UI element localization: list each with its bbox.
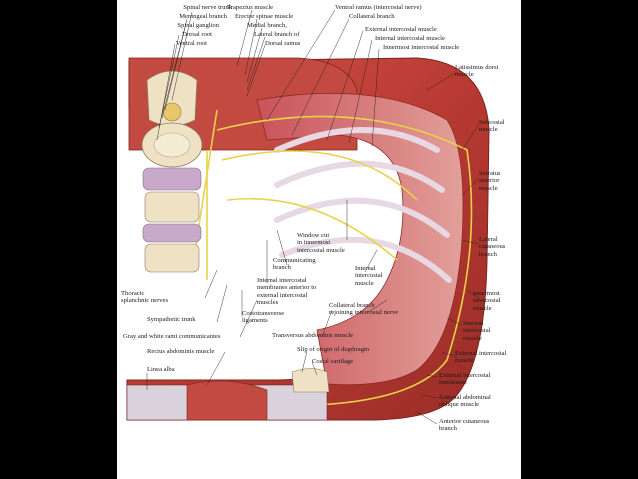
label-costotransverse: Costotransverse ligaments xyxy=(242,310,285,325)
label-lateral-cutaneous: Lateral cutaneous branch xyxy=(479,236,506,258)
label-ventral-ramus: Ventral ramus (intercostal nerve) xyxy=(335,4,422,11)
label-rectus-abdominis: Rectus abdominis muscle xyxy=(147,348,215,355)
label-window-cut: Window cut in innermost intercostal musc… xyxy=(297,232,345,254)
label-linea-alba: Linea alba xyxy=(147,366,175,373)
label-spinal-nerve-trunk: Spinal nerve trunk xyxy=(183,4,232,11)
leader-lines xyxy=(146,9,480,425)
thoracic-wall-illustration xyxy=(126,9,490,425)
label-serratus-anterior: Serratus anterior muscle xyxy=(479,170,501,192)
label-external-intercostal-right: External intercostal muscle xyxy=(455,350,507,365)
vertebra xyxy=(141,70,203,273)
label-external-abdominal-oblique: External abdominal oblique muscle xyxy=(439,394,491,409)
anterior-abdominal-wall xyxy=(126,368,330,421)
label-medial-branch: Medial branch, xyxy=(247,22,287,29)
label-external-intercostal-membrane: External intercostal membrane xyxy=(439,372,491,387)
label-latissimus-dorsi: Latissimus dorsi muscle xyxy=(455,64,499,79)
label-innermost-intercostal-top: Innermost intercostal muscle xyxy=(383,44,460,51)
label-costal-cartilage: Costal cartilage xyxy=(312,358,354,365)
label-internal-intercostal-membranes: Internal intercostal membranes anterior … xyxy=(257,277,317,307)
label-communicating-branch: Communicating branch xyxy=(273,257,316,272)
label-dorsal-root: Dorsal root xyxy=(182,31,212,38)
label-slip-diaphragm: Slip of origin of diaphragm xyxy=(297,346,370,353)
label-spinal-ganglion: Spinal ganglion xyxy=(177,22,219,29)
label-internal-intercostal-top: Internal intercostal muscle xyxy=(375,35,445,42)
label-meningeal-branch: Meningeal branch xyxy=(179,13,227,20)
label-erector-spinae: Erector spinae muscle xyxy=(235,13,294,20)
label-collateral-branch: Collateral branch xyxy=(349,13,395,20)
label-innermost-intercostal-right: Innermost intercostal muscle xyxy=(473,290,501,312)
label-transversus-abdominis: Transversus abdominis muscle xyxy=(272,332,354,339)
label-gray-white-rami: Gray and white rami communicantes xyxy=(123,333,221,340)
label-thoracic-splanchnic: Thoracic splanchnic nerves xyxy=(121,290,169,305)
label-sympathetic-trunk: Sympathetic trunk xyxy=(147,316,196,323)
label-external-intercostal-top: External intercostal muscle xyxy=(365,26,437,33)
label-internal-intercostal-mid: Internal intercostal muscle xyxy=(355,265,383,287)
label-internal-intercostal-right: Internal intercostal muscle xyxy=(463,320,491,342)
inner-thoracic-wall xyxy=(256,92,464,386)
label-dorsal-ramus: Dorsal ramus xyxy=(265,40,301,47)
label-collateral-rejoining: Collateral branch rejoining intercostal … xyxy=(329,302,399,317)
label-subcostal: Subcostal muscle xyxy=(479,119,505,134)
label-ventral-root: Ventral root xyxy=(175,40,207,47)
label-anterior-cutaneous: Anterior cutaneous branch xyxy=(439,418,490,433)
label-lateral-branch: Lateral branch of xyxy=(254,31,300,38)
illustration-page: Spinal nerve trunk Meningeal branch Spin… xyxy=(117,0,521,479)
label-trapezius: Trapezius muscle xyxy=(227,4,274,11)
